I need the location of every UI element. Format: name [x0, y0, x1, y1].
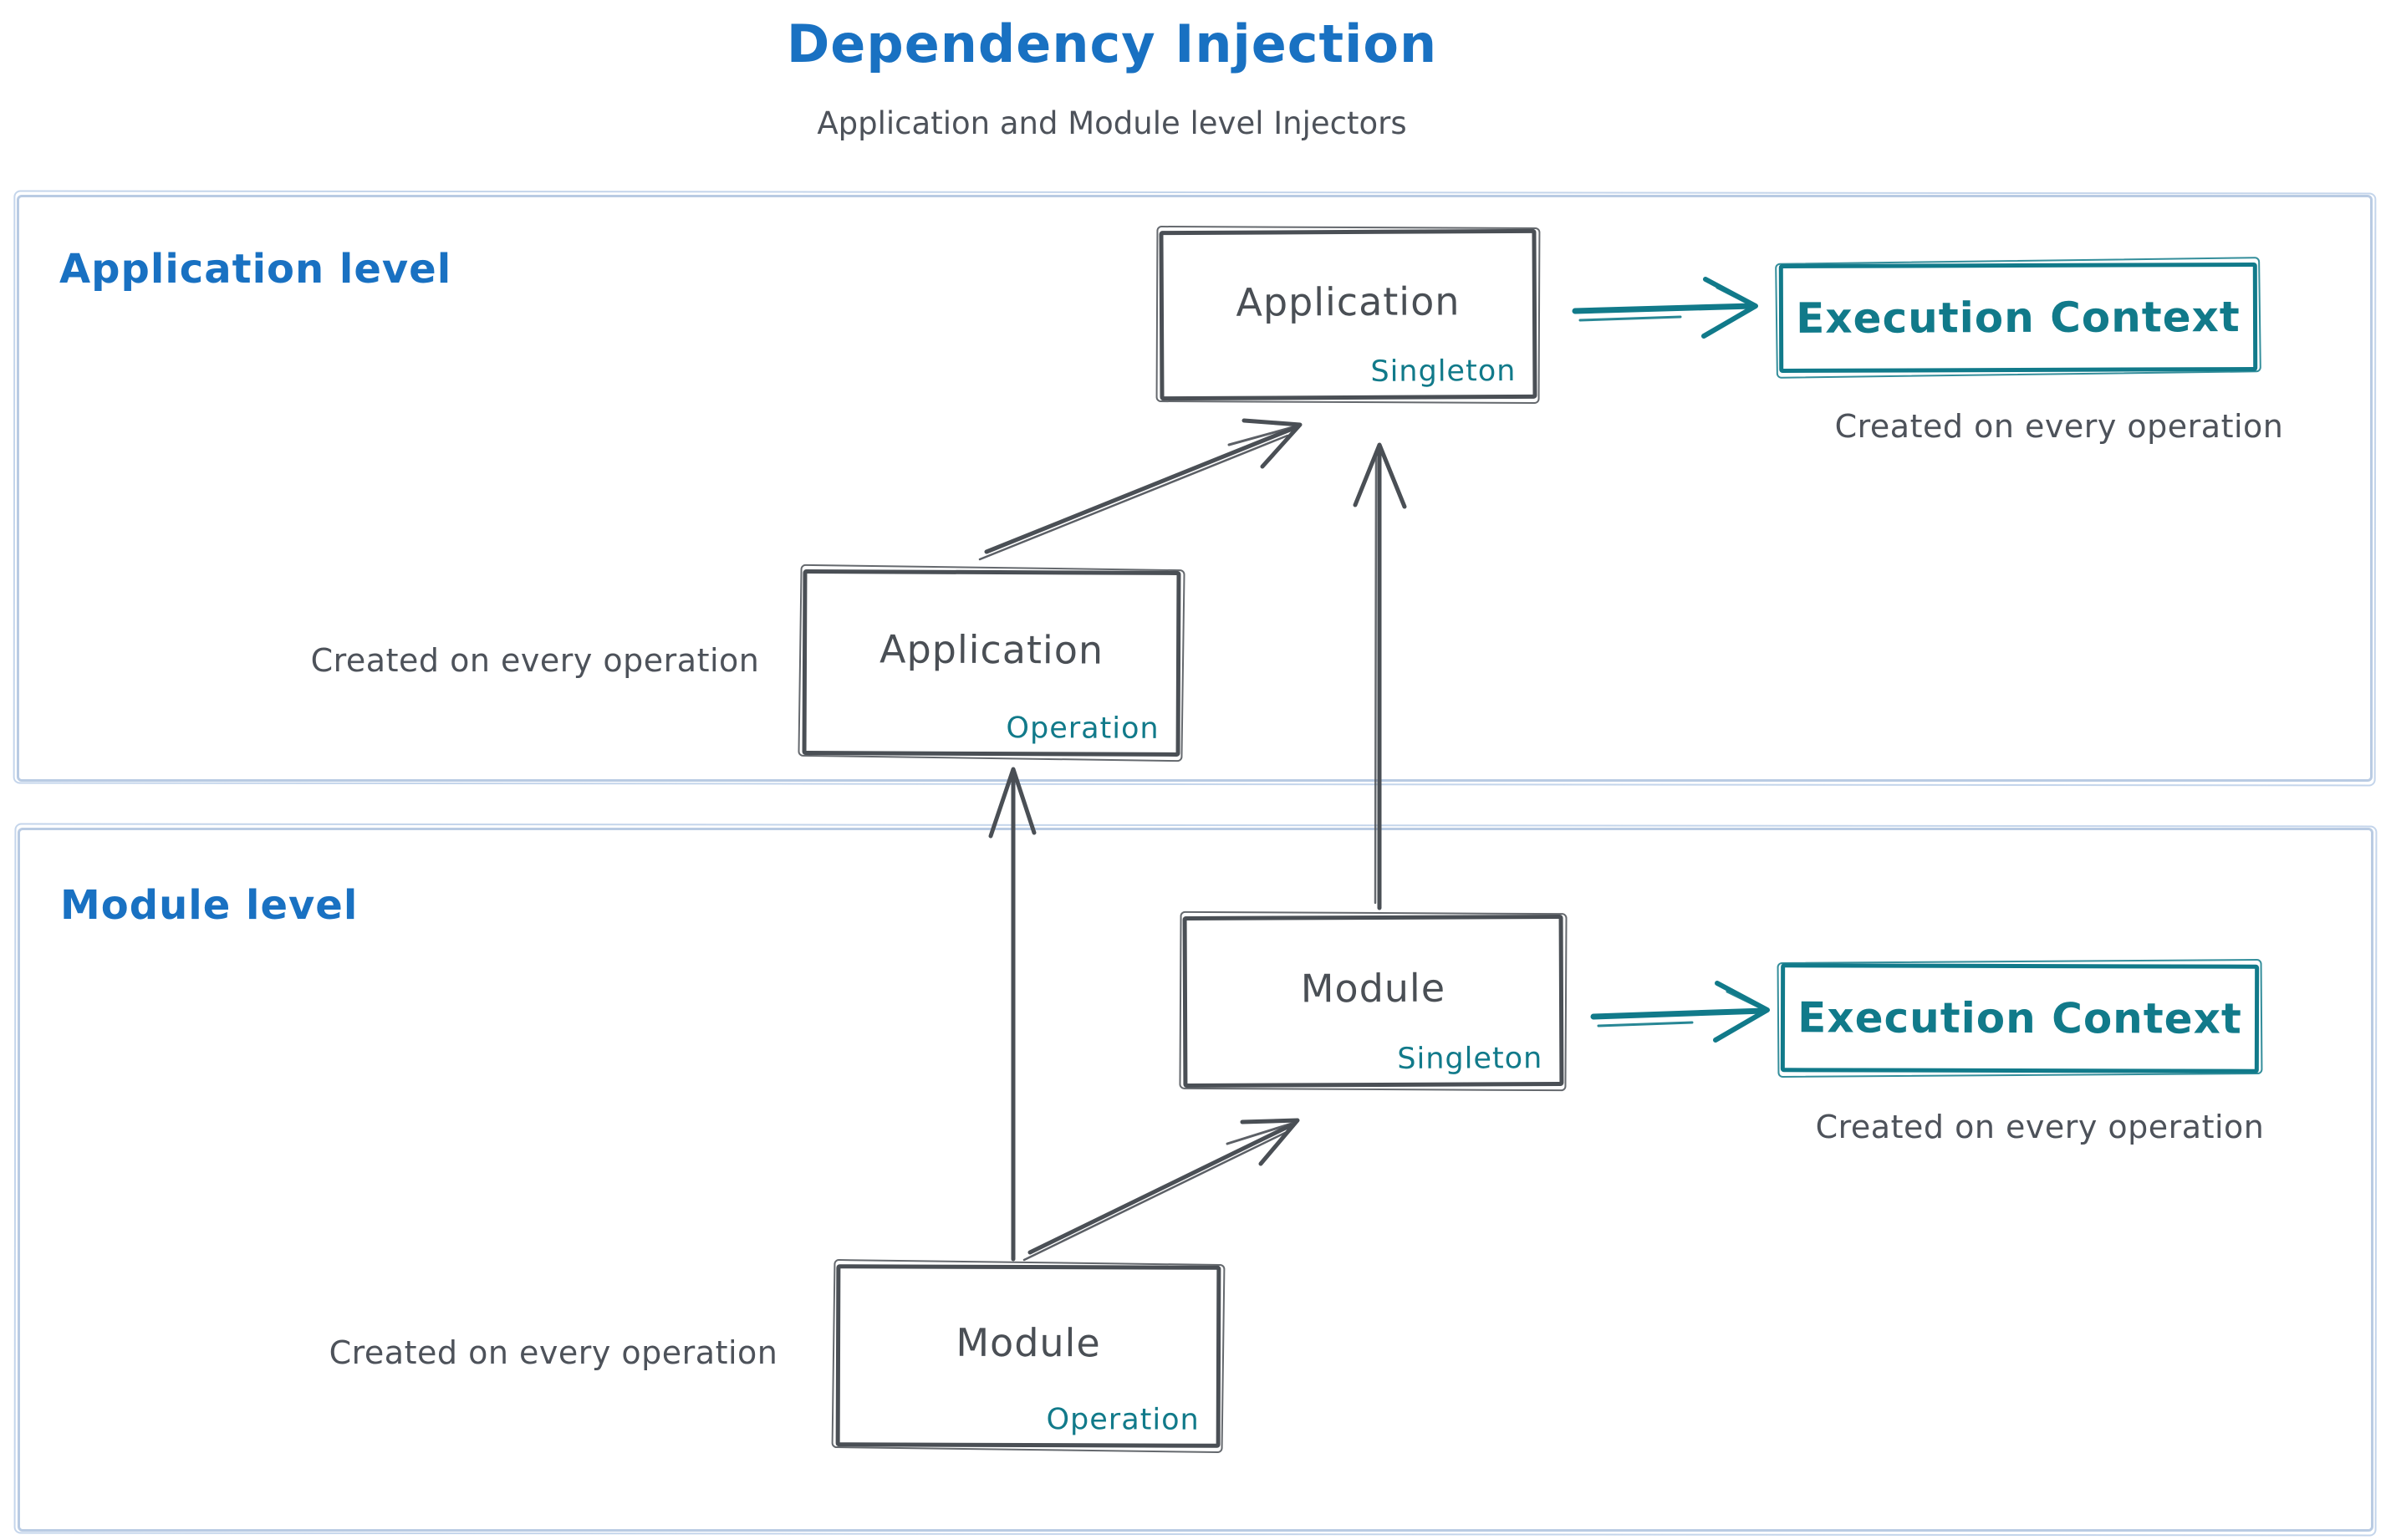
- execution-context-app-title: Execution Context: [1796, 293, 2241, 343]
- module-singleton-title: Module: [1300, 965, 1446, 1011]
- app-operation-caption: Created on every operation: [310, 642, 760, 679]
- module-level-label: Module level: [60, 882, 359, 929]
- application-singleton-box: Application Singleton: [1159, 228, 1537, 401]
- module-operation-caption: Created on every operation: [329, 1334, 778, 1371]
- application-operation-box: Application Operation: [802, 569, 1181, 757]
- application-singleton-title: Application: [1236, 278, 1461, 325]
- application-operation-title: Application: [879, 626, 1104, 673]
- page-subtitle: Application and Module level Injectors: [817, 105, 1407, 141]
- execution-context-module-box: Execution Context: [1780, 963, 2260, 1073]
- module-operation-box: Module Operation: [835, 1264, 1221, 1448]
- module-level-container: Module level: [18, 828, 2373, 1532]
- execution-context-app-box: Execution Context: [1778, 263, 2258, 373]
- app-context-caption: Created on every operation: [1834, 408, 2284, 445]
- application-operation-tag: Operation: [1006, 711, 1160, 746]
- application-singleton-tag: Singleton: [1370, 354, 1517, 389]
- page-title: Dependency Injection: [786, 13, 1438, 74]
- application-level-label: Application level: [59, 246, 452, 293]
- module-context-caption: Created on every operation: [1815, 1109, 2265, 1145]
- module-operation-tag: Operation: [1046, 1403, 1200, 1437]
- module-singleton-box: Module Singleton: [1182, 915, 1564, 1088]
- module-singleton-tag: Singleton: [1397, 1042, 1543, 1076]
- module-operation-title: Module: [956, 1319, 1101, 1366]
- application-level-container: Application level: [17, 195, 2373, 782]
- execution-context-module-title: Execution Context: [1797, 993, 2242, 1043]
